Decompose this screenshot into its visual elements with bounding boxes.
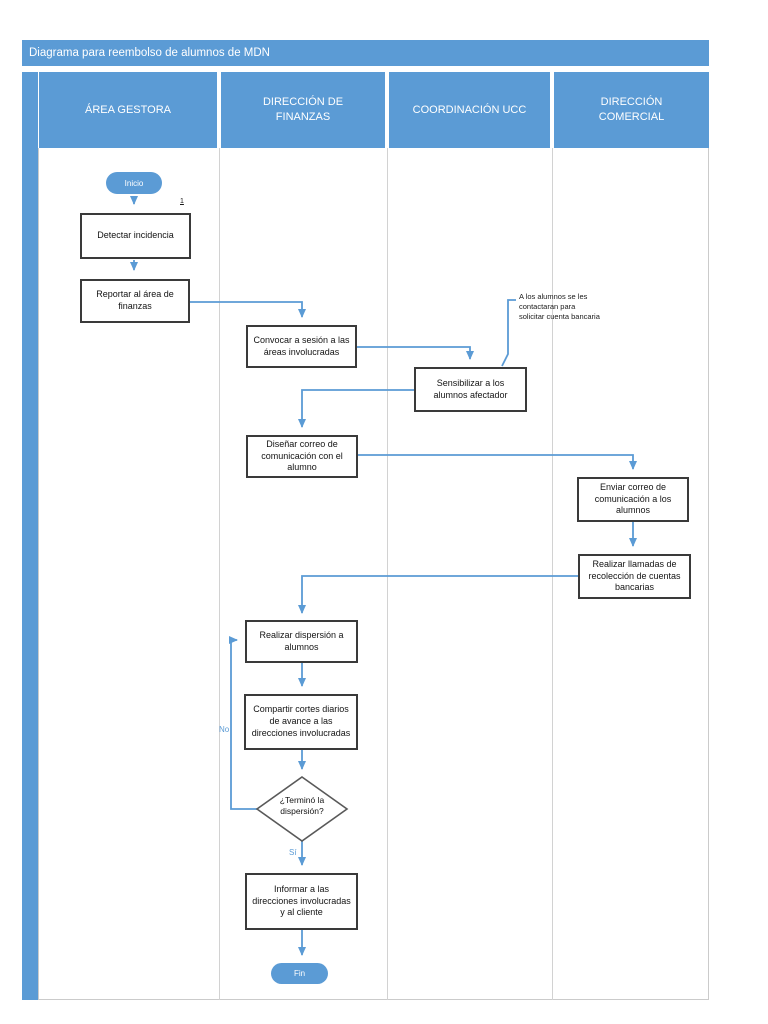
branch-yes-label: Sí	[289, 848, 297, 857]
node-disenar-correo: Diseñar correo de comunicación con el al…	[246, 435, 358, 478]
lane-header-direccion-comercial: DIRECCIÓN COMERCIAL	[554, 72, 709, 148]
start-node: Inicio	[106, 172, 162, 194]
node-convocar-sesion: Convocar a sesión a las áreas involucrad…	[246, 325, 357, 368]
node-realizar-dispersion: Realizar dispersión a alumnos	[245, 620, 358, 663]
branch-no-label: No	[219, 725, 230, 734]
lane-header-coordinacion-ucc: COORDINACIÓN UCC	[389, 72, 550, 148]
node-realizar-llamadas: Realizar llamadas de recolección de cuen…	[578, 554, 691, 599]
node-sensibilizar-alumnos: Sensibilizar a los alumnos afectador	[414, 367, 527, 412]
node-enviar-correo: Enviar correo de comunicación a los alum…	[577, 477, 689, 522]
end-node: Fin	[271, 963, 328, 984]
node-informar-direcciones: Informar a las direcciones involucradas …	[245, 873, 358, 930]
footnote-marker: 1	[180, 198, 184, 205]
decision-label: ¿Terminó la dispersión?	[279, 795, 325, 817]
lane-header-direccion-finanzas: DIRECCIÓN DE FINANZAS	[221, 72, 385, 148]
diagram-title: Diagrama para reembolso de alumnos de MD…	[22, 40, 709, 66]
lane-divider-1	[219, 148, 220, 1000]
lane-divider-2	[387, 148, 388, 1000]
annotation-text: A los alumnos se les contactaran para so…	[519, 292, 600, 322]
process-strip	[22, 72, 38, 1000]
node-detectar-incidencia: Detectar incidencia	[80, 213, 191, 259]
lane-header-area-gestora: ÁREA GESTORA	[39, 72, 217, 148]
node-compartir-cortes: Compartir cortes diarios de avance a las…	[244, 694, 358, 750]
node-reportar-finanzas: Reportar al área de finanzas	[80, 279, 190, 323]
lane-divider-3	[552, 148, 553, 1000]
